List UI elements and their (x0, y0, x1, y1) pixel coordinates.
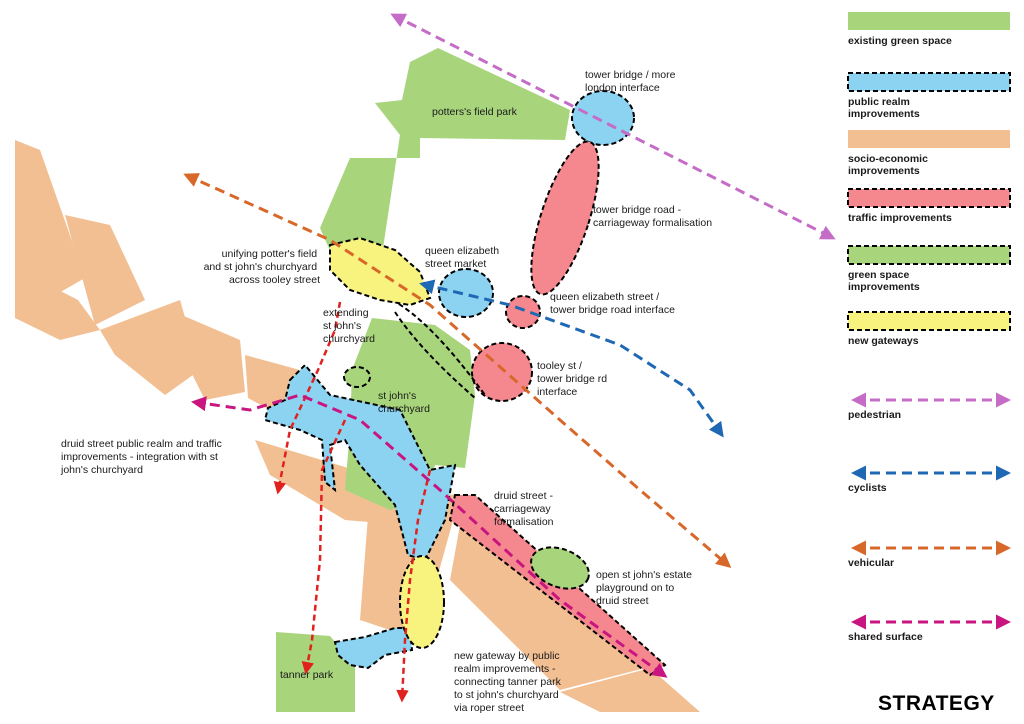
legend-label-cyclists: cyclists (848, 482, 887, 494)
legend-label-existing-green-space: existing green space (848, 35, 952, 47)
roper-street-public-realm-zone (333, 627, 414, 670)
page-title: STRATEGY (878, 692, 995, 715)
map-labels: potters's field park tanner park st john… (60, 69, 712, 714)
label-tooley-st: tooley st / tower bridge rd interface (537, 360, 610, 398)
pedestrian-route (390, 13, 836, 240)
tower-bridge-interface-zone (571, 90, 635, 146)
legend-item-pedestrian: pedestrian (848, 392, 1011, 421)
legend-label-new-gateways: new gateways (848, 335, 919, 347)
potters-field-park-area (320, 48, 570, 255)
legend-item-existing-green-space: existing green space (848, 12, 1010, 47)
legend-swatch-new-gateways (847, 311, 1011, 331)
label-queen-elizabeth-market: queen elizabeth street market (425, 245, 502, 270)
legend-item-traffic-improvements: traffic improvements (847, 188, 1011, 224)
label-qe-street-interface: queen elizabeth street / tower bridge ro… (550, 291, 675, 316)
label-druid-street-public-realm: druid street public realm and traffic im… (60, 438, 225, 476)
socio-block (15, 278, 100, 340)
legend-label-shared-surface: shared surface (848, 631, 923, 643)
label-tower-bridge-road: tower bridge road - carriageway formalis… (593, 204, 712, 229)
socio-block (15, 140, 85, 318)
socio-block (65, 215, 145, 325)
queen-elizabeth-market-zone (438, 268, 494, 318)
legend-item-cyclists: cyclists (848, 465, 1011, 494)
label-st-johns-churchyard: st john's churchyard (378, 390, 430, 415)
legend-swatch-green-space-improvements (847, 245, 1011, 265)
legend-label-traffic-improvements: traffic improvements (848, 212, 952, 224)
extending-churchyard-zone (343, 366, 371, 388)
label-potters-field-park: potters's field park (432, 106, 518, 118)
label-druid-street-carriageway: druid street - carriageway formalisation (494, 490, 556, 528)
label-new-gateway: new gateway by public realm improvements… (454, 650, 564, 714)
legend-swatch-existing-green-space (848, 12, 1010, 30)
label-tanner-park: tanner park (280, 669, 334, 681)
label-unifying: unifying potter's field and st john's ch… (204, 248, 320, 286)
legend-swatch-traffic-improvements (847, 188, 1011, 208)
socio-block (560, 668, 700, 712)
legend-swatch-socio-economic-improvements (848, 130, 1010, 148)
label-open-estate-playground: open st john's estate playground on to d… (596, 569, 695, 607)
label-extending: extending st john's churchyard (323, 307, 375, 345)
tooley-st-interface-zone (471, 342, 533, 402)
roper-street-gateway-zone (399, 555, 445, 649)
legend-label-vehicular: vehicular (848, 557, 894, 569)
legend-item-shared-surface: shared surface (848, 614, 1011, 643)
label-tower-bridge-interface: tower bridge / more london interface (585, 69, 678, 94)
qe-street-interface-zone (505, 295, 541, 329)
legend-swatch-public-realm-improvements (847, 72, 1011, 92)
legend-label-pedestrian: pedestrian (848, 409, 901, 421)
shared-surface-route (191, 393, 668, 678)
legend-item-new-gateways: new gateways (847, 311, 1011, 347)
legend-item-vehicular: vehicular (848, 540, 1011, 569)
